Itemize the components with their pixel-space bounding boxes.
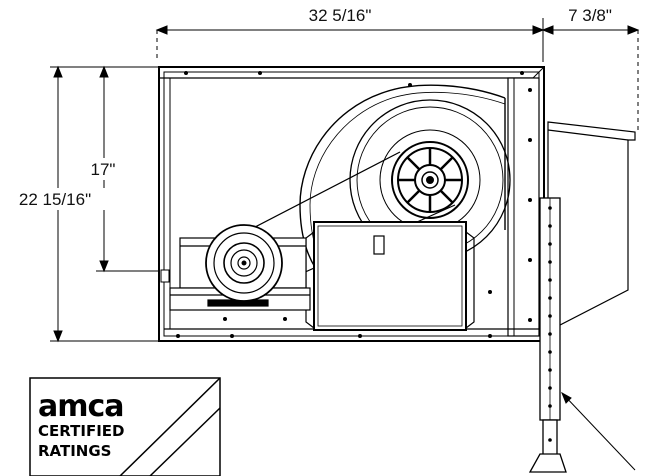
fan-wheel	[391, 141, 469, 219]
amca-logo-brand: amca	[38, 389, 124, 424]
support-leg-holes	[548, 206, 552, 442]
width-side-label: 7 3/8"	[568, 6, 612, 25]
cabinet-rivets	[176, 71, 532, 338]
height-partial-label: 17"	[91, 160, 116, 179]
support-leg	[528, 197, 567, 473]
height-overall-label: 22 15/16"	[19, 190, 91, 209]
callout-leader	[561, 391, 636, 471]
motor-housing	[305, 221, 475, 331]
left-bracket	[160, 269, 170, 283]
amca-logo-ratings: RATINGS	[38, 442, 111, 460]
width-overall-label: 32 5/16"	[309, 6, 372, 25]
motor-pulley	[205, 224, 283, 302]
amca-certified-logo: amca CERTIFIED RATINGS	[29, 377, 221, 476]
discharge-housing	[547, 121, 636, 326]
amca-logo-certified: CERTIFIED	[38, 422, 124, 440]
